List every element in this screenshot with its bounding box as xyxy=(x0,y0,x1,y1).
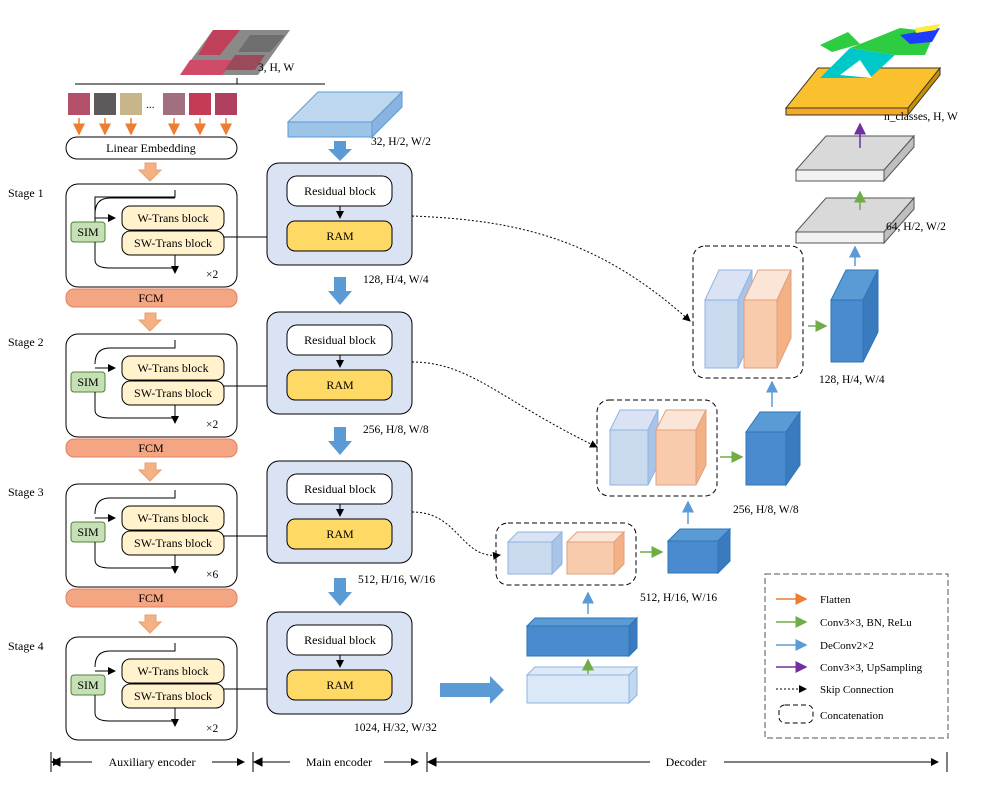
svg-text:512, H/16, W/16: 512, H/16, W/16 xyxy=(640,592,717,604)
svg-text:128, H/4, W/4: 128, H/4, W/4 xyxy=(819,374,885,386)
svg-text:×6: ×6 xyxy=(206,569,218,581)
decoder-slab-64 xyxy=(794,196,916,245)
decoder-block-512 xyxy=(666,527,732,575)
legend-flatten: Flatten xyxy=(820,594,851,606)
aux-stage-1: Stage 1 SIM W-Trans block SW-Trans block… xyxy=(8,162,238,308)
svg-text:Stage 4: Stage 4 xyxy=(8,639,44,653)
decoder-block-128 xyxy=(830,269,879,363)
svg-text:256, H/8, W/8: 256, H/8, W/8 xyxy=(363,424,429,436)
main-block-1: Residual block RAM xyxy=(266,162,413,266)
svg-text:Residual block: Residual block xyxy=(304,333,376,347)
svg-text:SIM: SIM xyxy=(77,375,99,389)
linear-embedding-box xyxy=(65,136,238,160)
svg-text:W-Trans block: W-Trans block xyxy=(137,664,208,678)
svg-text:FCM: FCM xyxy=(138,441,164,455)
flatten-arrows xyxy=(73,118,232,136)
svg-text:RAM: RAM xyxy=(326,678,354,692)
aux-stage-3: Stage 3 SIM W-Trans block SW-Trans block… xyxy=(8,462,238,608)
bottom-axis xyxy=(50,752,948,772)
svg-text:64, H/2, W/2: 64, H/2, W/2 xyxy=(886,221,946,233)
main-blue-arrows xyxy=(328,141,352,606)
concat-group-2 xyxy=(596,399,718,497)
svg-text:Stage 2: Stage 2 xyxy=(8,335,44,349)
svg-text:SW-Trans block: SW-Trans block xyxy=(134,386,212,400)
flatten-big-arrow xyxy=(137,162,163,182)
svg-text:×2: ×2 xyxy=(206,419,218,431)
aux-encoder-label: Auxiliary encoder xyxy=(109,755,196,769)
input-image xyxy=(180,30,290,75)
linear-embedding-label: Linear Embedding xyxy=(106,141,196,155)
decoder-block-256 xyxy=(745,410,801,487)
svg-text:W-Trans block: W-Trans block xyxy=(137,511,208,525)
legend-skip: Skip Connection xyxy=(820,684,894,696)
image-patches xyxy=(68,93,237,115)
svg-text:SW-Trans block: SW-Trans block xyxy=(134,536,212,550)
patch-ellipsis: ... xyxy=(146,99,155,111)
svg-text:SIM: SIM xyxy=(77,225,99,239)
legend-deconv: DeConv2×2 xyxy=(820,640,874,652)
svg-text:SW-Trans block: SW-Trans block xyxy=(134,236,212,250)
svg-text:W-Trans block: W-Trans block xyxy=(137,211,208,225)
svg-text:SW-Trans block: SW-Trans block xyxy=(134,689,212,703)
svg-text:Residual block: Residual block xyxy=(304,633,376,647)
svg-text:RAM: RAM xyxy=(326,527,354,541)
svg-text:1024, H/32, W/32: 1024, H/32, W/32 xyxy=(354,722,437,734)
concat-group-3 xyxy=(692,245,804,379)
legend-concat: Concatenation xyxy=(820,710,884,722)
svg-text:×2: ×2 xyxy=(206,269,218,281)
segmentation-output xyxy=(820,24,940,78)
svg-text:SIM: SIM xyxy=(77,525,99,539)
svg-text:FCM: FCM xyxy=(138,291,164,305)
aux-stage-4: Stage 4 SIM W-Trans block SW-Trans block… xyxy=(8,614,238,741)
svg-text:128, H/4, W/4: 128, H/4, W/4 xyxy=(363,274,429,286)
svg-text:SIM: SIM xyxy=(77,678,99,692)
input-dims: 3, H, W xyxy=(258,62,294,74)
svg-text:Residual block: Residual block xyxy=(304,184,376,198)
main-to-decoder-arrow xyxy=(440,676,504,704)
svg-text:n_classes, H, W: n_classes, H, W xyxy=(884,111,958,123)
main-block-3: Residual block RAM xyxy=(266,460,413,564)
concat-group-1 xyxy=(495,522,637,586)
svg-text:×2: ×2 xyxy=(206,723,218,735)
skip-connections xyxy=(411,215,691,560)
decoder-label: Decoder xyxy=(666,755,707,769)
legend-upsampling: Conv3×3, UpSampling xyxy=(820,662,923,674)
decoder-slab-second xyxy=(794,134,916,183)
aux-stage-2: Stage 2 SIM W-Trans block SW-Trans block… xyxy=(8,312,238,458)
svg-text:512, H/16, W/16: 512, H/16, W/16 xyxy=(358,574,435,586)
legend: Flatten Conv3×3, BN, ReLu DeConv2×2 Conv… xyxy=(764,573,949,739)
main-block-2: Residual block RAM xyxy=(266,311,413,415)
svg-text:Stage 3: Stage 3 xyxy=(8,485,44,499)
svg-text:32, H/2, W/2: 32, H/2, W/2 xyxy=(371,136,431,148)
svg-text:RAM: RAM xyxy=(326,378,354,392)
svg-text:256, H/8, W/8: 256, H/8, W/8 xyxy=(733,504,799,516)
svg-text:Residual block: Residual block xyxy=(304,482,376,496)
main-encoder-label: Main encoder xyxy=(306,755,372,769)
first-feature-map xyxy=(286,90,404,139)
svg-text:W-Trans block: W-Trans block xyxy=(137,361,208,375)
svg-text:RAM: RAM xyxy=(326,229,354,243)
main-block-4: Residual block RAM xyxy=(266,611,413,715)
stage-1-label: Stage 1 xyxy=(8,186,44,200)
svg-text:FCM: FCM xyxy=(138,591,164,605)
decoder-bottom-blocks xyxy=(525,591,639,705)
legend-conv: Conv3×3, BN, ReLu xyxy=(820,617,912,629)
